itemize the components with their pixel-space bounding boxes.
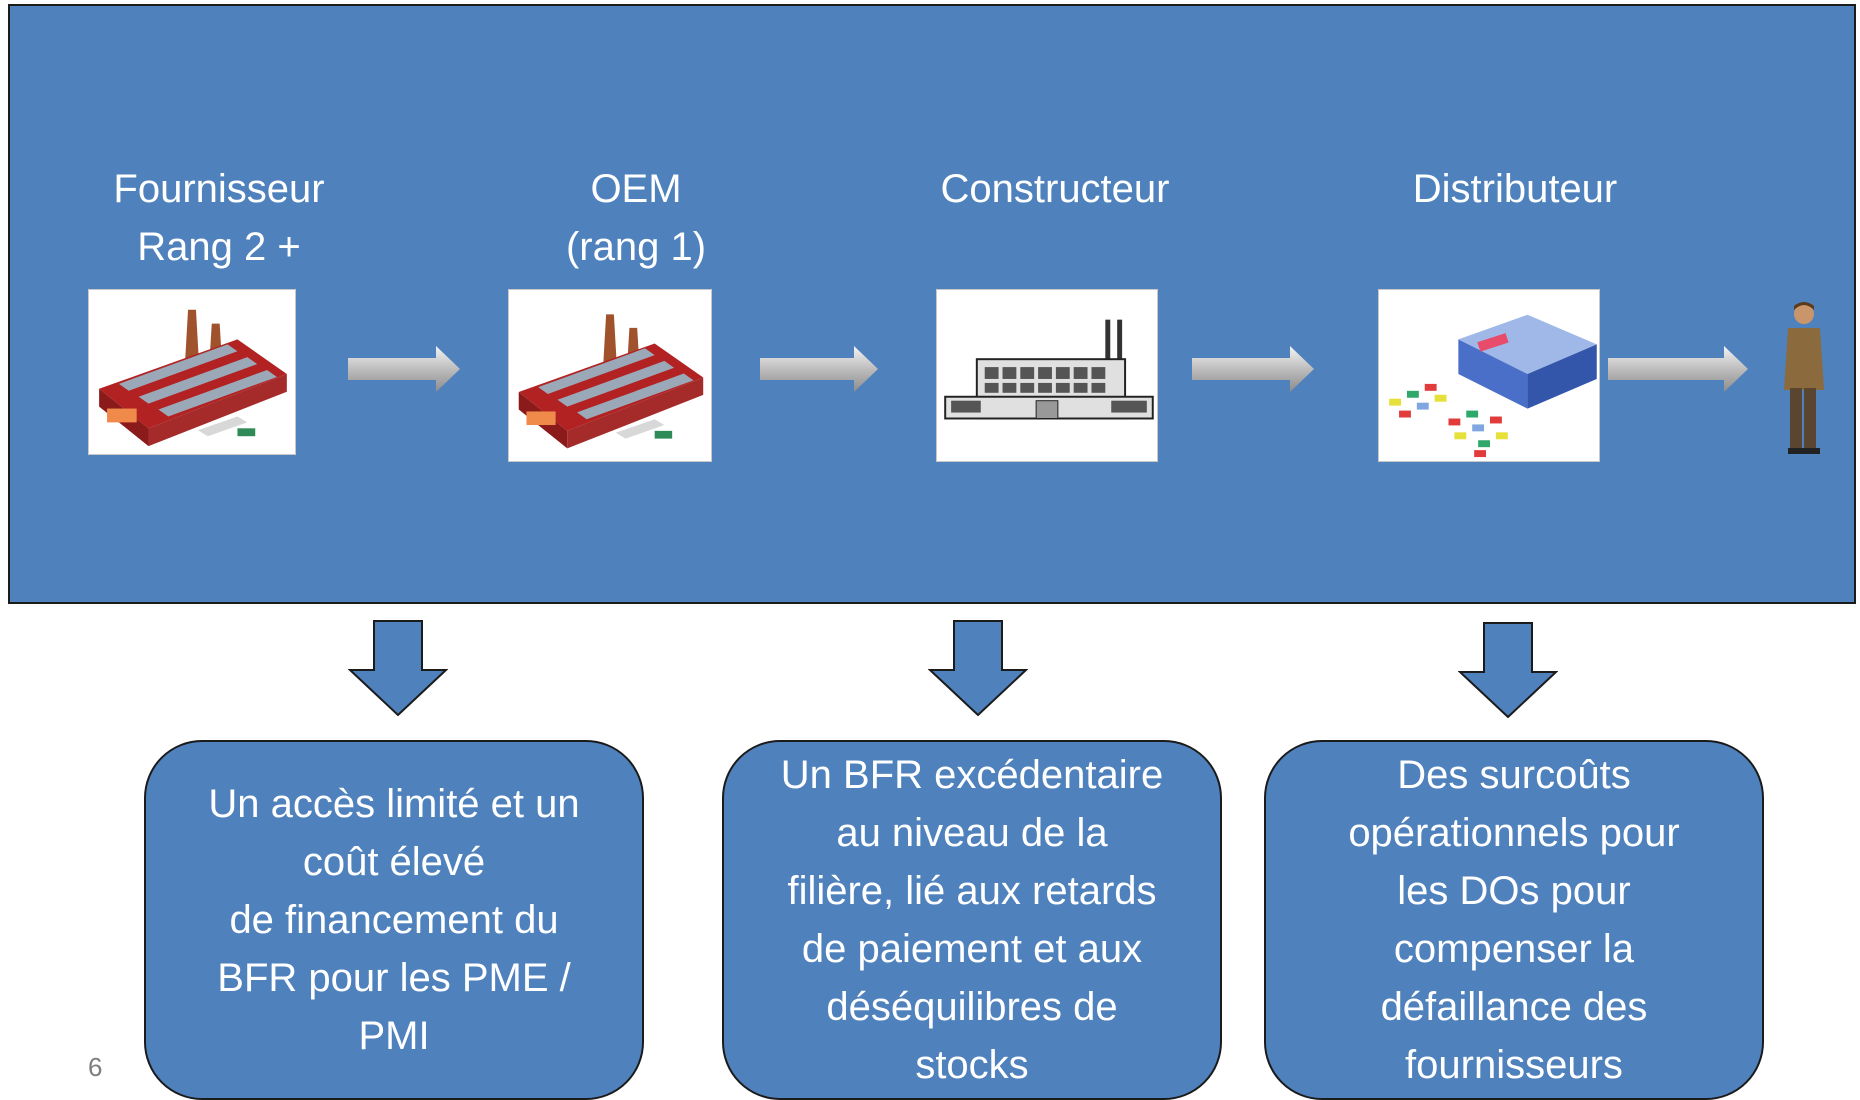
issue-box-surcouts: Des surcoûts opérationnels pour les DOs … xyxy=(1264,740,1764,1100)
down-arrow xyxy=(928,620,1028,716)
store-icon xyxy=(1378,289,1600,462)
building-icon xyxy=(936,289,1158,462)
flow-arrow xyxy=(1608,346,1748,392)
factory-icon xyxy=(88,289,296,455)
issue-box-financement: Un accès limité et un coût élevé de fina… xyxy=(144,740,644,1100)
flow-arrow xyxy=(1192,346,1314,392)
customer-icon xyxy=(1784,302,1824,454)
flow-arrow xyxy=(760,346,878,392)
stage-label-oem: OEM (rang 1) xyxy=(565,167,707,269)
flow-arrow xyxy=(348,346,460,392)
down-arrow xyxy=(348,620,448,716)
stage-label-constructeur: Constructeur xyxy=(940,167,1170,211)
down-arrow xyxy=(1458,622,1558,718)
stage-label-distributeur: Distributeur xyxy=(1412,167,1618,211)
page-number: 6 xyxy=(88,1052,103,1082)
stage-label-fournisseur: Fournisseur Rang 2 + xyxy=(113,167,325,269)
factory-icon xyxy=(508,289,712,462)
issue-box-bfr: Un BFR excédentaire au niveau de la fili… xyxy=(722,740,1222,1100)
